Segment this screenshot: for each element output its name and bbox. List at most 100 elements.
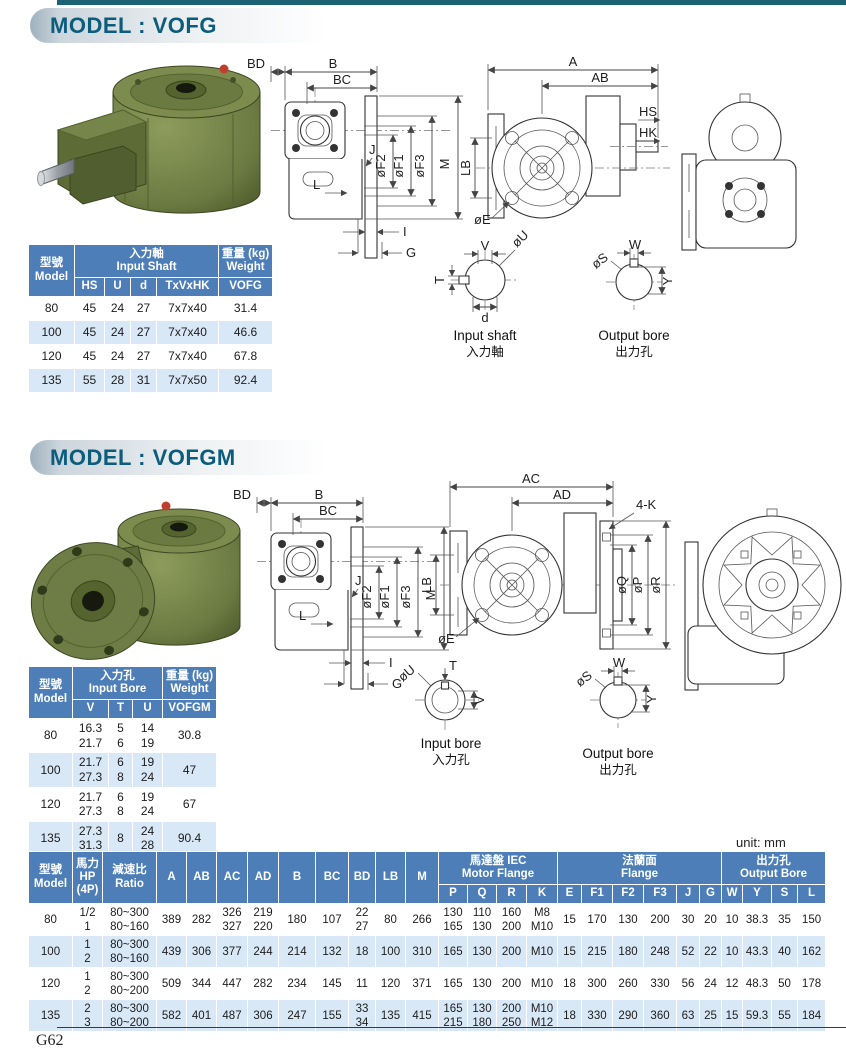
table-cell: 21.7 27.3 (72, 786, 109, 822)
dim-label-d: d (481, 310, 488, 325)
table-cell: 130 180 (467, 999, 497, 1033)
dim-label-i: I (403, 224, 407, 239)
column-header-l: L (797, 884, 827, 904)
column-header-f1: F1 (581, 884, 614, 904)
column-header-u: U (104, 277, 131, 297)
table-cell: 7x7x50 (155, 368, 220, 393)
vofg-spec-table: 型號 Model 入力軸 Input Shaft 重量 (kg) Weight … (28, 244, 274, 393)
table-cell: 8 (108, 820, 133, 857)
vofg-title: MODEL : VOFG (50, 13, 217, 38)
table-cell: 1/2 1 (72, 902, 103, 937)
column-header-m: M (405, 851, 439, 904)
table-cell: 290 (612, 999, 645, 1033)
input-shaft-detail: V øU T d Input shaft 入力軸 (432, 227, 531, 359)
column-header-ratio: 減速比 Ratio (102, 851, 157, 904)
footer-rule (57, 1027, 846, 1028)
dim-label-w: W (629, 237, 642, 252)
table-cell: 130 (467, 935, 497, 969)
column-header-v: V (72, 699, 109, 719)
dim-label-s: øS (589, 249, 612, 271)
table-cell: 310 (405, 935, 439, 969)
table-cell: 300 (581, 967, 614, 1001)
dim-label-y: Y (660, 276, 675, 285)
table-cell: 67.8 (218, 344, 274, 369)
table-cell: 22 (699, 935, 723, 969)
table-cell: 14 19 (132, 717, 163, 754)
vofgm-title-banner: MODEL : VOFGM (30, 440, 402, 475)
table-cell: 45 (74, 320, 105, 345)
column-group-motor-flange: 馬達盤 IEC Motor Flange (437, 851, 559, 885)
table-cell: 100 (375, 935, 406, 969)
table-cell: 48.3 (742, 967, 773, 1001)
side-view: A AB HS HK LB øE (458, 54, 670, 227)
table-cell: 55 (74, 368, 105, 393)
vent-plug (219, 64, 229, 74)
table-cell: 178 (797, 967, 827, 1001)
table-cell: 33 34 (348, 999, 376, 1033)
table-cell: 234 (278, 967, 316, 1001)
column-group-input-bore: 入力孔 Input Bore (72, 666, 163, 700)
table-cell: 12 (721, 967, 744, 1001)
table-cell: 214 (278, 935, 316, 969)
column-header-y: Y (742, 884, 773, 904)
column-header-u: U (132, 699, 163, 719)
table-cell: 377 (216, 935, 248, 969)
table-cell: 47 (162, 752, 217, 788)
top-accent-bar (57, 0, 846, 5)
vofgm-drawing: AC AD 4-K øQ øP øR LB øE (200, 471, 842, 770)
dim-label-f3: øF3 (412, 154, 427, 177)
table-cell: 135 (28, 368, 75, 393)
table-cell: 31.4 (218, 296, 274, 321)
column-group-weight: 重量 (kg) Weight (218, 244, 274, 278)
column-header-hp: 馬力 HP (4P) (72, 851, 103, 904)
column-header-p: P (438, 884, 468, 904)
input-bore-caption-en: Input bore (421, 736, 482, 751)
table-cell: 52 (676, 935, 701, 969)
table-cell: 1 2 (72, 967, 103, 1001)
table-cell: 27 (130, 296, 157, 321)
dim-label-hk: HK (639, 125, 657, 140)
table-cell: 6 8 (108, 752, 133, 788)
table-cell: 24 (104, 296, 131, 321)
table-cell: M10 (525, 967, 559, 1001)
table-cell: 130 (467, 967, 497, 1001)
table-cell: 16.3 21.7 (72, 717, 109, 754)
table-cell: 282 (247, 967, 279, 1001)
table-cell: 120 (28, 344, 75, 369)
table-cell: 2 3 (72, 999, 103, 1033)
table-cell: 50 (771, 967, 799, 1001)
table-cell: 80~300 80~200 (102, 999, 157, 1033)
column-header-hs: HS (74, 277, 105, 297)
dimensions-table: 型號 Model 馬力 HP (4P) 減速比 Ratio A AB AC AD… (28, 851, 827, 1033)
table-cell: 30 (676, 902, 701, 937)
table-cell: 38.3 (742, 902, 773, 937)
column-header-bd: BD (348, 851, 376, 904)
dim-label-p: øP (630, 577, 645, 594)
table-cell: 6 8 (108, 786, 133, 822)
dim-label-a: A (569, 54, 578, 69)
vent-plug (161, 501, 171, 511)
table-cell: 200 (496, 935, 527, 969)
table-cell: 200 250 (496, 999, 527, 1033)
table-cell: 24 (104, 344, 131, 369)
table-cell: M8 M10 (525, 902, 559, 937)
table-cell: 180 (278, 902, 316, 937)
dim-label-f2: øF2 (373, 154, 388, 177)
table-cell: 184 (797, 999, 827, 1033)
column-header-j: J (676, 884, 701, 904)
table-cell: 326 327 (216, 902, 248, 937)
table-cell: 260 (612, 967, 645, 1001)
dim-label-bd: BD (247, 56, 265, 71)
column-header-q: Q (467, 884, 497, 904)
column-group-weight: 重量 (kg) Weight (162, 666, 217, 700)
table-cell: 18 (348, 935, 376, 969)
output-bore-caption-zh: 出力孔 (615, 345, 653, 359)
